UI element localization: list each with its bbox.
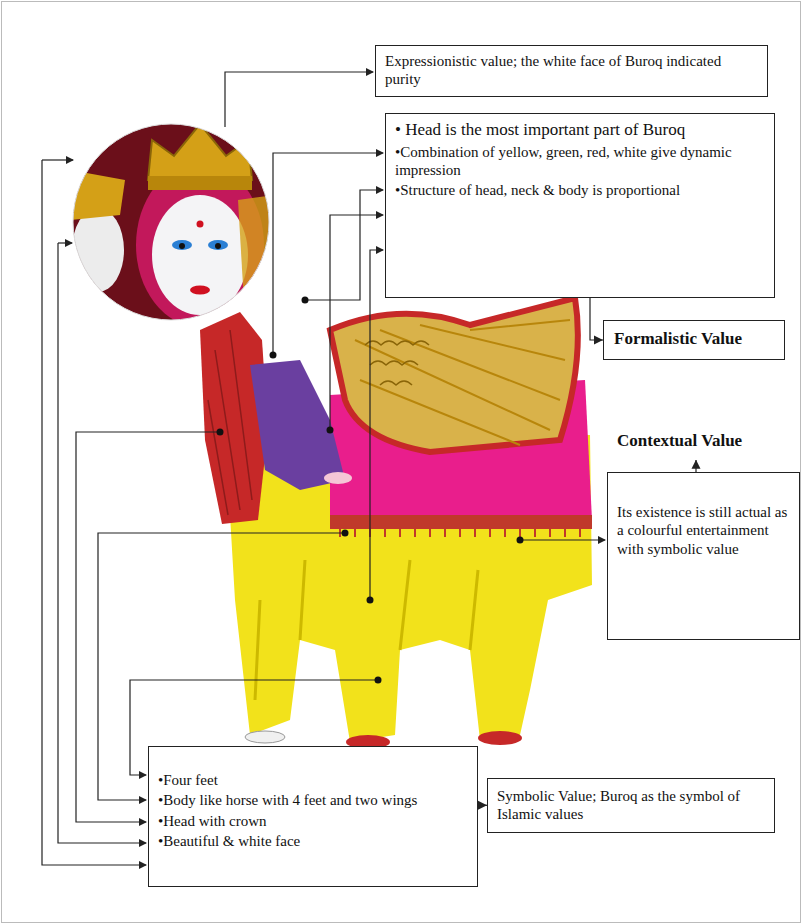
arrow-head bbox=[478, 801, 487, 810]
connector bbox=[478, 801, 487, 810]
face-closeup bbox=[70, 120, 275, 327]
box-text: •Structure of head, neck & body is propo… bbox=[395, 181, 765, 199]
value-box: Formalistic Value bbox=[603, 320, 785, 360]
connector bbox=[590, 298, 603, 345]
callout-box: Its existence is still actual as a colou… bbox=[607, 472, 800, 640]
box-text: Expressionistic value; the white face of… bbox=[385, 52, 758, 89]
connector-line bbox=[590, 298, 603, 340]
box-text: •Beautiful & white face bbox=[158, 832, 468, 850]
value-label: Contextual Value bbox=[607, 423, 785, 460]
callout-box: • Head is the most important part of Bur… bbox=[385, 113, 775, 298]
buroq-figure bbox=[200, 298, 592, 749]
box-text: •Head with crown bbox=[158, 812, 468, 830]
box-text: Formalistic Value bbox=[614, 329, 774, 350]
box-text: Symbolic Value; Buroq as the symbol of I… bbox=[497, 787, 765, 824]
callout-box: •Four feet •Body like horse with 4 feet a… bbox=[148, 746, 478, 887]
callout-box: Expressionistic value; the white face of… bbox=[375, 45, 768, 97]
box-text: Contextual Value bbox=[617, 431, 775, 452]
box-text: •Combination of yellow, green, red, whit… bbox=[395, 143, 765, 180]
box-text: Its existence is still actual as a colou… bbox=[617, 503, 790, 558]
box-text: •Four feet bbox=[158, 771, 468, 789]
box-text: • Head is the most important part of Bur… bbox=[395, 120, 765, 141]
box-text: •Body like horse with 4 feet and two win… bbox=[158, 791, 468, 809]
arrow-head bbox=[692, 460, 701, 469]
arrow-head bbox=[594, 336, 603, 345]
leader-dots bbox=[217, 297, 524, 684]
connector bbox=[692, 460, 701, 472]
value-box: Symbolic Value; Buroq as the symbol of I… bbox=[487, 778, 775, 833]
